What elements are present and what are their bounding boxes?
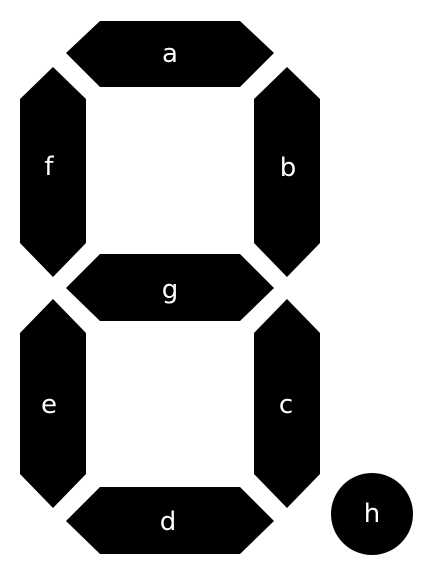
segment-g-shape bbox=[66, 254, 274, 321]
segment-a-shape bbox=[66, 21, 274, 87]
segment-d: d bbox=[66, 487, 274, 554]
segment-d-label: d bbox=[160, 507, 177, 537]
segment-h-dot: h bbox=[331, 473, 413, 555]
segment-e-label: e bbox=[41, 390, 57, 420]
segment-c-label: c bbox=[279, 390, 293, 420]
dot-h-label: h bbox=[364, 499, 380, 529]
segment-d-shape bbox=[66, 487, 274, 554]
segment-f-label: f bbox=[44, 152, 54, 182]
segment-b-label: b bbox=[280, 153, 297, 183]
segment-g-label: g bbox=[162, 275, 179, 305]
segment-c: c bbox=[254, 299, 320, 508]
segment-e-shape bbox=[20, 299, 86, 508]
segment-b-shape bbox=[254, 67, 320, 277]
segment-e: e bbox=[20, 299, 86, 508]
segment-a-label: a bbox=[162, 39, 178, 69]
segment-f: f bbox=[20, 67, 86, 277]
segment-f-shape bbox=[20, 67, 86, 277]
dot-h-shape bbox=[331, 473, 413, 555]
segment-b: b bbox=[254, 67, 320, 277]
segment-c-shape bbox=[254, 299, 320, 508]
segment-g: g bbox=[66, 254, 274, 321]
segment-a: a bbox=[66, 21, 274, 87]
